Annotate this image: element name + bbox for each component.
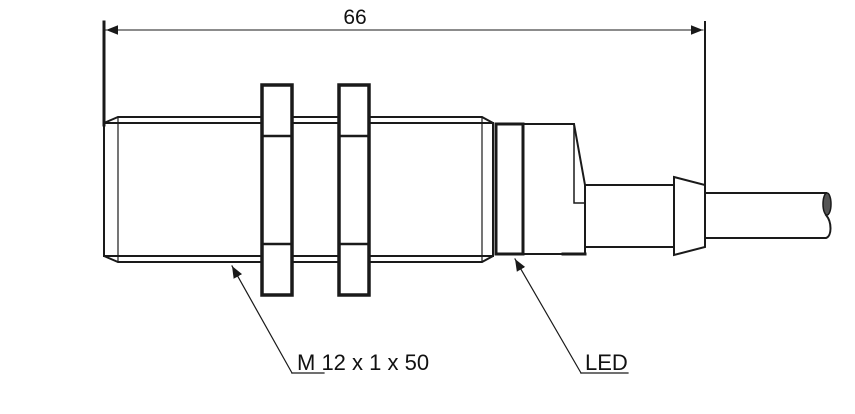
thread-label: M 12 x 1 x 50	[297, 350, 429, 375]
thread-label-spec: 12 x 1 x 50	[315, 350, 429, 375]
nut-2	[337, 83, 371, 297]
cable	[584, 175, 832, 257]
led-callout: LED	[514, 258, 629, 375]
dimension-66: 66	[102, 6, 706, 187]
nut-1	[260, 83, 294, 297]
led-ring	[494, 122, 525, 256]
rear-housing	[522, 123, 587, 256]
led-label: LED	[585, 350, 628, 375]
dimension-label: 66	[343, 6, 366, 29]
thread-label-prefix: M	[297, 350, 315, 375]
thread-callout: M 12 x 1 x 50	[231, 265, 429, 375]
threaded-body	[103, 116, 494, 263]
cable-end	[822, 192, 832, 216]
strain-relief	[673, 175, 706, 257]
